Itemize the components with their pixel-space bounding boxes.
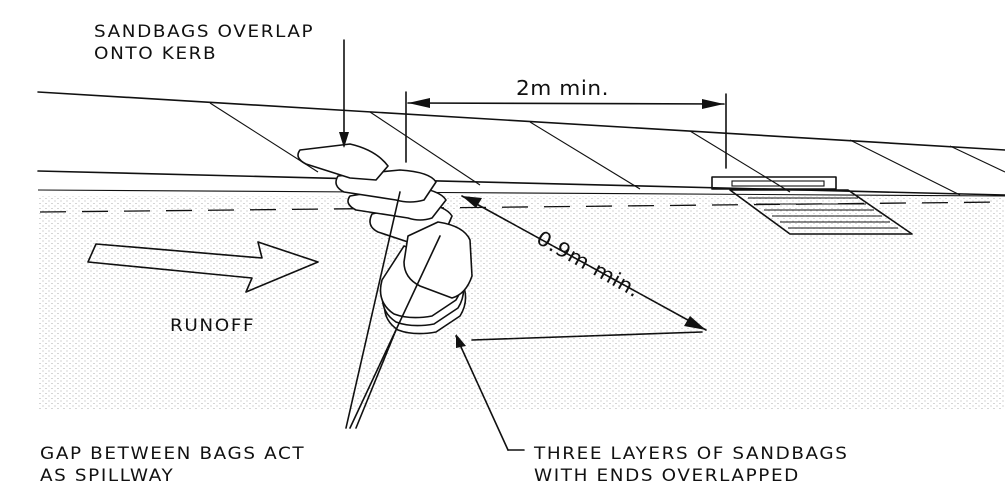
sandbags: [297, 143, 473, 335]
overlap-label-line2: ONTO KERB: [94, 44, 218, 64]
footpath: [37, 91, 1005, 197]
spacing-dimension-label: 2m min.: [516, 76, 610, 100]
dimension-2m: [405, 91, 727, 169]
kerb-inlet-grate: [711, 176, 913, 235]
dimension-0.9m: [461, 195, 707, 341]
overlap-label-line1: SANDBAGS OVERLAP: [94, 22, 315, 42]
runoff-label: RUNOFF: [170, 316, 256, 336]
layers-label-line2: WITH ENDS OVERLAPPED: [534, 466, 800, 486]
gap-label-line2: AS SPILLWAY: [40, 466, 175, 486]
leader-lines: [339, 39, 525, 451]
layers-label-line1: THREE LAYERS OF SANDBAGS: [534, 444, 849, 464]
gap-label-line1: GAP BETWEEN BAGS ACT: [40, 444, 306, 464]
runoff-arrow: [87, 241, 319, 293]
